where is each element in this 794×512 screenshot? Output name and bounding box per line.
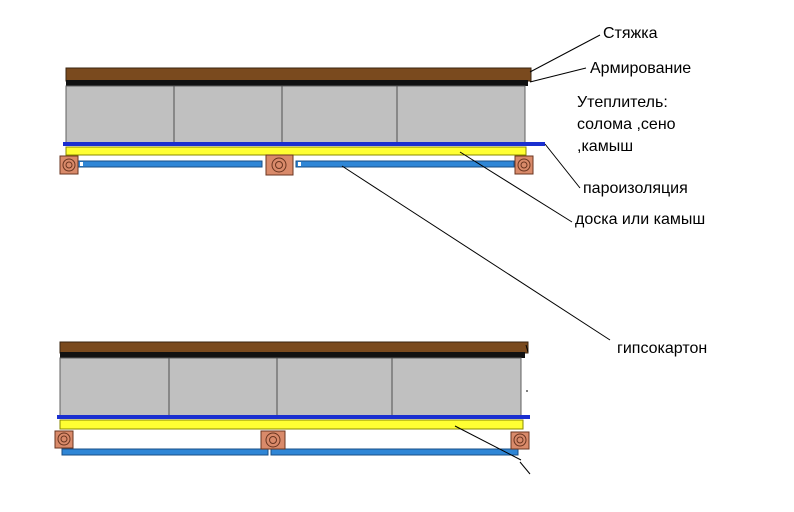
upper-section [59,67,545,176]
board-layer [65,146,527,156]
joist-section-icon [59,155,79,175]
joist-section-icon [265,154,294,176]
screed-layer [65,67,532,82]
leader-lower-board [454,425,522,461]
board-layer [59,419,524,430]
lower-section [54,341,531,475]
leader-vapor-barrier [544,143,581,189]
label-insulation-line3: ,камыш [577,138,634,155]
screed-layer [59,341,529,354]
leader-screed [529,34,601,73]
leader-board [459,151,573,223]
drywall-layer [61,448,519,456]
reinforcement-layer [60,352,525,358]
label-insulation-line1: Утеплитель: [577,94,668,111]
joist-section-icon [510,431,530,450]
leader-reinforcement [529,67,587,83]
joist-section-icon [54,430,74,449]
label-screed: Стяжка [603,25,658,42]
leader-drywall [341,165,611,341]
joist-section-icon [514,155,534,175]
insulation-layer [59,357,522,417]
joist-section-icon [260,430,286,450]
label-reinforcement: Армирование [590,60,692,77]
insulation-layer [65,85,526,144]
reinforcement-layer [66,80,528,86]
label-board: доска или камыш [575,211,706,228]
label-drywall: гипсокартон [617,340,708,357]
label-vapor-barrier: пароизоляция [583,180,688,197]
leader-lines [341,34,611,461]
label-insulation-line2: солома ,сено [577,116,676,133]
drywall-layer [77,160,515,168]
